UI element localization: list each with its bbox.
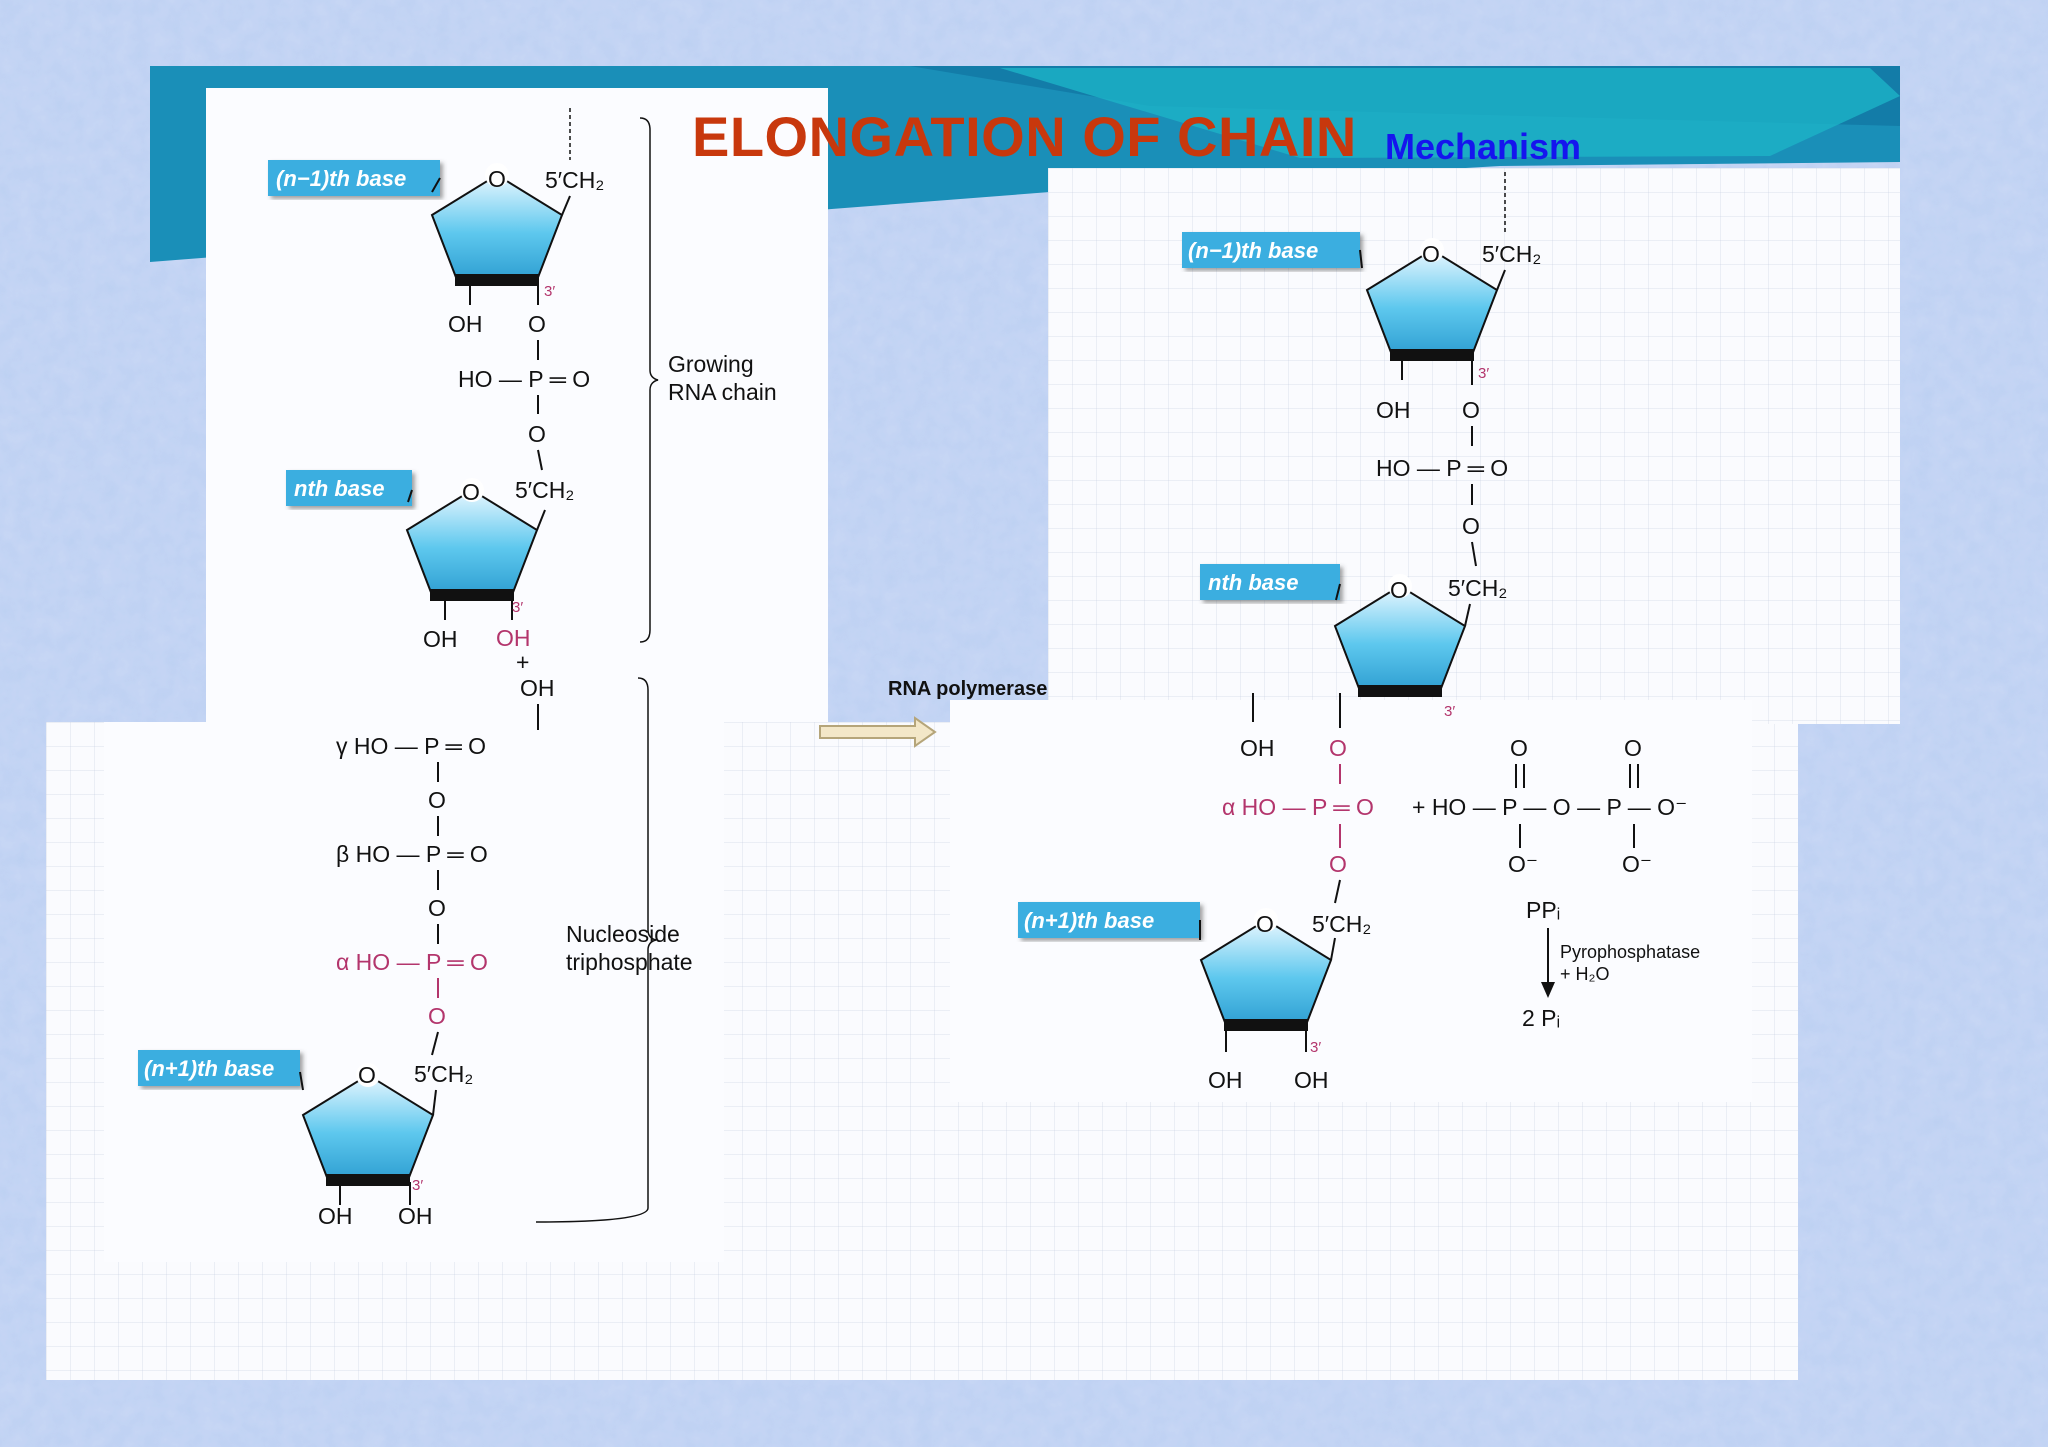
ntp-label-line2: triphosphate <box>566 949 693 975</box>
svg-text:OH: OH <box>520 675 555 701</box>
svg-text:O: O <box>428 895 446 921</box>
svg-text:(n+1)th base: (n+1)th base <box>1024 908 1154 933</box>
slide-title: ELONGATION OF CHAIN <box>692 105 1357 168</box>
gamma-phosphate: γ HO — P ═ O <box>336 733 486 759</box>
svg-text:5′CH₂: 5′CH₂ <box>545 167 604 193</box>
svg-text:OH: OH <box>448 311 483 337</box>
svg-text:HO — P ═ O: HO — P ═ O <box>1376 455 1508 481</box>
left-chain: (n−1)th base O 5′CH₂ OH 3′ O HO — P ═ O … <box>138 108 777 1229</box>
svg-text:O: O <box>528 421 546 447</box>
svg-text:(n−1)th base: (n−1)th base <box>1188 238 1318 263</box>
svg-text:3′: 3′ <box>1478 365 1489 382</box>
svg-text:OH: OH <box>318 1203 353 1229</box>
svg-text:3′: 3′ <box>1310 1039 1321 1056</box>
svg-text:O: O <box>358 1062 376 1088</box>
svg-text:O⁻: O⁻ <box>1622 851 1652 877</box>
svg-text:O: O <box>462 479 480 505</box>
svg-text:3′: 3′ <box>512 599 523 616</box>
double-arrow-icon <box>819 716 937 748</box>
svg-text:5′CH₂: 5′CH₂ <box>1448 575 1507 601</box>
svg-text:+: + <box>516 649 529 675</box>
svg-text:O: O <box>1256 911 1274 937</box>
rna-polymerase-label: RNA polymerase <box>888 678 1047 700</box>
svg-text:OH: OH <box>423 626 458 652</box>
pyrophosphatase-label: Pyrophosphatase <box>1560 942 1700 962</box>
svg-text:5′CH₂: 5′CH₂ <box>414 1061 473 1087</box>
right-reaction-panel <box>950 700 1752 1102</box>
svg-text:O: O <box>1510 735 1528 761</box>
svg-text:nth base: nth base <box>294 476 384 501</box>
ntp-brace <box>535 677 657 1223</box>
water-label: + H₂O <box>1560 964 1610 984</box>
svg-text:OH: OH <box>1294 1067 1329 1093</box>
svg-text:OH: OH <box>496 625 531 651</box>
svg-text:HO — P ═ O: HO — P ═ O <box>458 366 590 392</box>
svg-text:OH: OH <box>1376 397 1411 423</box>
alpha-phosphate: α HO — P ═ O <box>336 949 488 975</box>
growing-label-line2: RNA chain <box>668 379 777 405</box>
svg-text:OH: OH <box>1208 1067 1243 1093</box>
svg-text:O: O <box>428 1003 446 1029</box>
ppi-label: PPᵢ <box>1526 897 1560 923</box>
right-chain: (n−1)th base O 5′CH₂ OH 3′ O HO — P ═ O … <box>1018 172 1700 1093</box>
svg-text:5′CH₂: 5′CH₂ <box>515 477 574 503</box>
right-alpha-phosphate: α HO — P ═ O <box>1222 794 1374 820</box>
pyrophosphate: + HO — P — O — P — O⁻ <box>1412 794 1687 820</box>
svg-text:O: O <box>1624 735 1642 761</box>
svg-text:O: O <box>1462 513 1480 539</box>
svg-text:O⁻: O⁻ <box>1508 851 1538 877</box>
svg-text:O: O <box>1329 735 1347 761</box>
svg-text:3′: 3′ <box>412 1177 423 1194</box>
svg-text:O: O <box>1462 397 1480 423</box>
right-base-tag-n-minus-1: (n−1)th base <box>1182 232 1360 268</box>
reaction-arrow: RNA polymerase <box>819 678 1047 748</box>
left-base-tag-n-plus-1: (n+1)th base <box>138 1050 300 1086</box>
right-base-tag-n: nth base <box>1200 564 1340 600</box>
beta-phosphate: β HO — P ═ O <box>336 841 488 867</box>
svg-text:5′CH₂: 5′CH₂ <box>1312 911 1371 937</box>
slide-subtitle: Mechanism <box>1385 126 1582 167</box>
svg-text:(n−1)th base: (n−1)th base <box>276 166 406 191</box>
left-bottom-panel <box>104 722 724 1262</box>
ntp-label-line1: Nucleoside <box>566 921 680 947</box>
svg-text:3′: 3′ <box>1444 703 1455 720</box>
svg-text:O: O <box>528 311 546 337</box>
growing-label-line1: Growing <box>668 351 754 377</box>
svg-text:O: O <box>1329 851 1347 877</box>
svg-text:nth base: nth base <box>1208 570 1298 595</box>
svg-text:OH: OH <box>1240 735 1275 761</box>
product-2pi: 2 Pᵢ <box>1522 1005 1560 1031</box>
svg-text:O: O <box>1390 577 1408 603</box>
svg-text:O: O <box>428 787 446 813</box>
left-base-tag-n: nth base <box>286 470 412 506</box>
growing-chain-brace <box>639 117 659 643</box>
left-base-tag-n-minus-1: (n−1)th base <box>268 160 440 196</box>
svg-text:3′: 3′ <box>544 283 555 300</box>
svg-text:O: O <box>1422 241 1440 267</box>
svg-text:OH: OH <box>398 1203 433 1229</box>
svg-text:(n+1)th base: (n+1)th base <box>144 1056 274 1081</box>
svg-text:O: O <box>488 166 506 192</box>
right-base-tag-n-plus-1: (n+1)th base <box>1018 902 1200 938</box>
svg-text:5′CH₂: 5′CH₂ <box>1482 241 1541 267</box>
